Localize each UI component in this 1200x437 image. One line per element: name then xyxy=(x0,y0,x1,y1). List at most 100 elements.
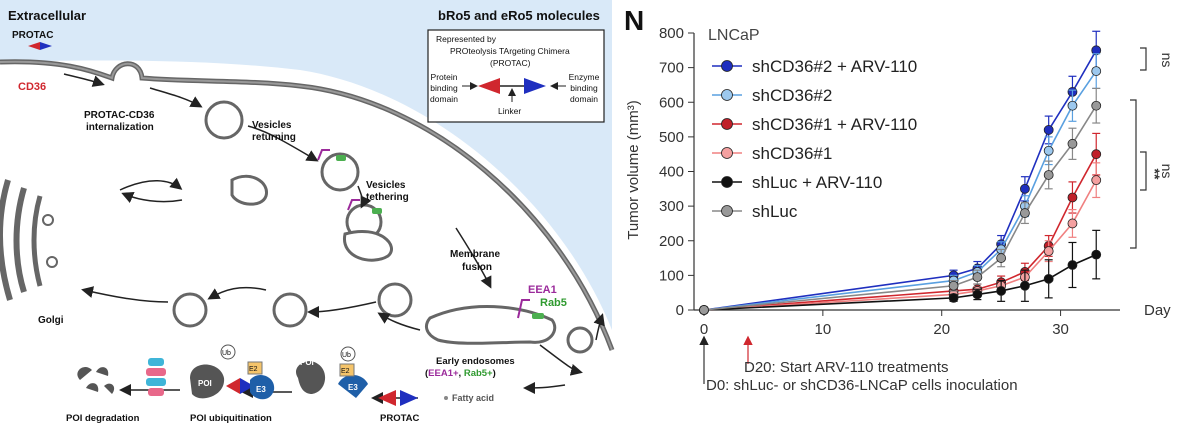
data-point xyxy=(1067,260,1078,270)
data-point xyxy=(1043,125,1054,135)
extracellular-label: Extracellular xyxy=(8,8,86,23)
box-protac-red-triangle xyxy=(478,78,500,94)
y-tick-label: 100 xyxy=(659,267,684,284)
early-endosome-small xyxy=(377,282,413,318)
y-axis-label: Tumor volume (mm³) xyxy=(625,100,642,239)
data-point xyxy=(1043,246,1054,257)
chart-series xyxy=(699,30,1102,315)
data-point xyxy=(1020,183,1030,194)
y-tick-label: 300 xyxy=(659,198,684,215)
vesicles-returning-line2: returning xyxy=(252,132,296,143)
vesicle-5 xyxy=(272,292,308,328)
significance-annotations xyxy=(1130,47,1147,249)
legend-label: shLuc + ARV-110 xyxy=(752,173,882,192)
golgi-stack xyxy=(0,179,58,301)
e2-label-free: E2 xyxy=(341,368,350,375)
ns-label-2: ns xyxy=(1159,164,1175,179)
eea1-markers xyxy=(317,149,530,319)
y-tick-label: 0 xyxy=(676,302,684,319)
box-protac-abbr: (PROTAC) xyxy=(490,58,531,68)
data-point xyxy=(972,289,983,300)
e3-label-complex: E3 xyxy=(256,385,266,394)
data-point xyxy=(1043,145,1054,156)
internalization-line1: PROTAC-CD36 xyxy=(84,110,155,121)
data-point xyxy=(1020,280,1030,291)
data-point xyxy=(972,272,983,283)
data-point xyxy=(1091,249,1102,260)
y-tick-label: 800 xyxy=(659,25,684,42)
data-point xyxy=(1020,208,1030,218)
fatty-acid-label: Fatty acid xyxy=(452,393,494,403)
poi-fragments xyxy=(77,367,115,394)
data-point xyxy=(996,253,1007,263)
legend-label: shCD36#2 + ARV-110 xyxy=(752,57,917,76)
box-right-2: binding xyxy=(570,83,598,93)
membrane-fusion-line2: fusion xyxy=(462,262,492,273)
data-point xyxy=(1067,138,1078,149)
box-protac-name: PROteolysis TArgeting Chimera xyxy=(450,46,570,56)
fusing-vesicle xyxy=(343,229,393,262)
poi-label-free: POI xyxy=(300,358,314,367)
box-protac-blue-triangle xyxy=(524,78,546,94)
x-tick-label: 0 xyxy=(700,321,708,338)
y-tick-label: 700 xyxy=(659,60,684,77)
vesicles-tethering-line1: Vesicles xyxy=(366,180,406,191)
vesicle-4 xyxy=(172,292,208,328)
legend-marker xyxy=(721,176,733,188)
y-tick-label: 200 xyxy=(659,233,684,250)
data-point xyxy=(1091,175,1102,186)
vesicle-1 xyxy=(204,100,244,140)
ternary-complex: POI E3 Ub E2 xyxy=(190,344,275,400)
protac-info-box: Represented by PROteolysis TArgeting Chi… xyxy=(427,29,605,123)
endocytosis-diagram: Extracellular bRo5 and eRo5 molecules PR… xyxy=(0,0,615,424)
box-left-3: domain xyxy=(430,94,458,104)
vesicle-2 xyxy=(320,152,360,192)
y-tick-label: 500 xyxy=(659,129,684,146)
rab5-label: Rab5 xyxy=(540,297,567,309)
d20-annotation: D20: Start ARV-110 treatments xyxy=(744,359,949,376)
data-point xyxy=(1043,273,1054,284)
e3-label-free: E3 xyxy=(348,383,358,392)
legend-marker xyxy=(721,118,733,130)
box-linker: Linker xyxy=(498,106,521,116)
legend-marker xyxy=(721,89,733,101)
svg-text:(EEA1+, Rab5+): (EEA1+, Rab5+) xyxy=(425,368,496,379)
cd36-label: CD36 xyxy=(18,81,46,93)
x-tick-label: 30 xyxy=(1052,321,1069,338)
data-point xyxy=(1067,100,1078,111)
early-endosome xyxy=(424,305,557,345)
free-poi-e3: POI E3 Ub E2 xyxy=(296,346,368,398)
poi-degradation-label: POI degradation xyxy=(66,413,140,424)
box-left-2: binding xyxy=(430,83,458,93)
molecules-label: bRo5 and eRo5 molecules xyxy=(438,8,600,23)
data-point xyxy=(1091,149,1102,160)
legend-marker xyxy=(721,147,733,159)
d0-annotation: D0: shLuc- or shCD36-LNCaP cells inocula… xyxy=(706,377,1018,394)
data-point xyxy=(1067,218,1078,229)
data-point xyxy=(1091,66,1102,76)
ub-label-complex: Ub xyxy=(222,350,231,357)
box-right-1: Enzyme xyxy=(569,72,600,82)
rab5-plus: Rab5+ xyxy=(464,368,493,379)
legend-label: shCD36#1 + ARV-110 xyxy=(752,115,917,134)
data-point xyxy=(699,305,709,315)
box-represented-by: Represented by xyxy=(436,34,497,44)
poi-label-complex: POI xyxy=(198,379,212,388)
data-point xyxy=(1043,170,1054,180)
data-point xyxy=(996,286,1007,296)
data-point xyxy=(1091,100,1102,111)
poi-ubiquitination-label: POI ubiquitination xyxy=(190,413,272,424)
vesicles-tethering-line2: tethering xyxy=(366,192,409,203)
panel-letter: N xyxy=(624,5,644,36)
eea1-label: EEA1 xyxy=(528,284,557,296)
chart-title: LNCaP xyxy=(708,27,760,44)
x-axis-label: Day xyxy=(1144,302,1171,319)
legend-marker xyxy=(721,205,733,217)
protac-top-label: PROTAC xyxy=(12,30,53,41)
protac-icon-top xyxy=(28,42,52,50)
legend-marker xyxy=(721,60,733,72)
vesicles-returning-line1: Vesicles xyxy=(252,120,292,131)
